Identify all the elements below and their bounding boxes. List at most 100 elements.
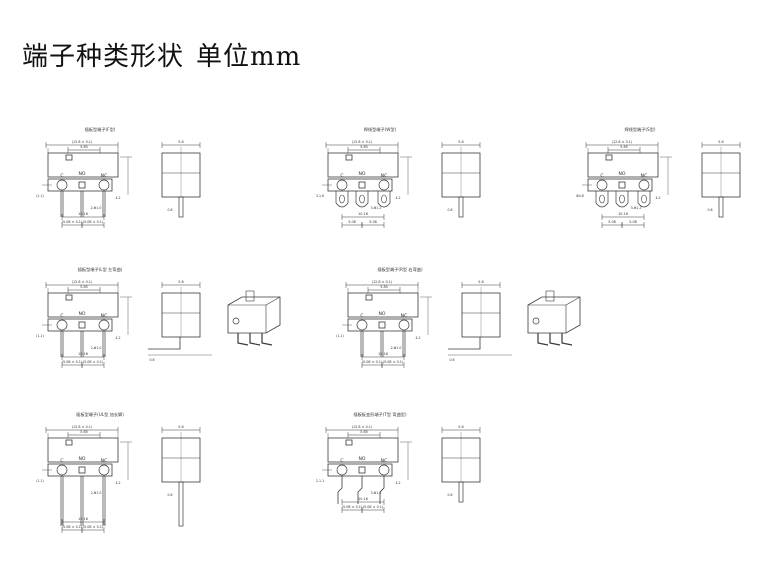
solder-lug <box>377 191 391 208</box>
drawing-caption: 焊线型端子(W型) <box>364 126 397 133</box>
terminal-label-nc: NC <box>401 313 408 319</box>
kinked-pin <box>379 476 385 504</box>
housing-top <box>47 152 119 178</box>
dim-hole-callout: 2-Φ1.0 <box>91 206 102 210</box>
solder-lug <box>595 191 609 208</box>
dim-pin-pitch-1: 5.08 <box>348 220 356 224</box>
dim-overall-width: (12.8 ± 0.1) <box>612 140 633 144</box>
housing-base <box>587 178 653 192</box>
iso-pin <box>537 333 549 346</box>
center-terminal <box>358 181 366 189</box>
dim-height: 4.2 <box>115 336 120 340</box>
kinked-pin <box>357 476 363 504</box>
side-dim-pin: 0.6 <box>449 358 454 362</box>
dim-pin-pitch-2: (5.08 ± 0.1) <box>363 505 384 509</box>
actuator <box>365 294 373 301</box>
dim-pitch: 5.85 <box>80 285 88 289</box>
dim-pin-pitch-1: (5.08 ± 0.1) <box>62 220 83 224</box>
mount-hole-right <box>98 179 110 191</box>
solder-lug <box>355 191 369 208</box>
dim-left-offset: (1.1) <box>36 334 44 338</box>
side-dim-width: 5.8 <box>178 280 183 284</box>
side-dim-pin: 0.6 <box>447 493 452 497</box>
dim-left-offset: (1.1) <box>36 479 44 483</box>
dim-overall-width: (12.8 ± 0.1) <box>372 280 393 284</box>
mount-hole-right <box>378 464 390 476</box>
terminal-label-nc: NC <box>381 173 388 179</box>
terminal-label-nc: NC <box>101 173 108 179</box>
dim-pin-pitch-2: 5.08 <box>629 220 637 224</box>
mount-hole-right <box>398 319 410 331</box>
mount-hole-left <box>356 319 368 331</box>
mount-hole-left <box>56 179 68 191</box>
dim-left-offset: 3-1.6 <box>316 194 324 198</box>
side-dim-width: 5.8 <box>178 140 183 144</box>
side-dim-pin: 0.6 <box>167 208 172 212</box>
dim-pin-pitch-2: 5.08 <box>369 220 377 224</box>
lug-hole <box>381 194 387 204</box>
drawing-caption: 插板型端子(UL型 加长脚) <box>76 411 124 418</box>
dim-height: 4.2 <box>395 196 400 200</box>
dim-overall-width: (12.8 ± 0.1) <box>72 140 93 144</box>
dim-pin-pitch-1: (5.08 ± 0.1) <box>342 505 363 509</box>
dim-pin-span: 10.16 <box>618 212 628 216</box>
dim-pin-span: 10.16 <box>378 352 388 356</box>
dim-left-offset: (1.1) <box>36 194 44 198</box>
side-dim-pin: 0.6 <box>707 208 712 212</box>
lug-hole <box>339 194 345 204</box>
terminal-label-nc: NC <box>641 173 648 179</box>
side-pin <box>178 481 184 527</box>
terminal-label-c: C <box>600 173 603 179</box>
dim-hole-callout: 3-Φ1.2 <box>371 206 382 210</box>
mount-hole-right <box>378 179 390 191</box>
iso-pin <box>249 333 261 346</box>
terminal-label-no: NO <box>78 456 85 462</box>
dim-overall-width: (12.8 ± 0.1) <box>352 140 373 144</box>
actuator <box>65 294 73 301</box>
dim-pitch: 5.85 <box>380 285 388 289</box>
housing-top <box>587 152 659 178</box>
dim-pitch: 5.85 <box>80 145 88 149</box>
terminal-label-c: C <box>340 458 343 464</box>
dim-pin-span: 10.16 <box>78 517 88 521</box>
actuator <box>345 154 353 161</box>
side-dim-width: 5.8 <box>478 280 483 284</box>
actuator <box>345 439 353 446</box>
dim-hole-callout: 3-Φ1.0 <box>371 491 382 495</box>
side-dim-pin: 0.6 <box>167 493 172 497</box>
center-terminal <box>358 466 366 474</box>
terminal-label-no: NO <box>78 171 85 177</box>
housing-top <box>347 292 419 318</box>
drawing-caption: 插板板变形端子(T型 弯曲型) <box>353 411 407 418</box>
iso-hole <box>232 317 240 325</box>
side-dim-width: 5.8 <box>718 140 723 144</box>
dim-pitch: 5.85 <box>360 430 368 434</box>
housing-base <box>47 178 113 192</box>
dim-height: 4.2 <box>655 196 660 200</box>
side-bent-pin <box>148 337 181 350</box>
terminal-label-no: NO <box>78 311 85 317</box>
title-unit: 单位mm <box>196 42 302 72</box>
dim-pin-pitch-2: (5.08 ± 0.1) <box>383 360 404 364</box>
mount-hole-right <box>98 464 110 476</box>
dim-pitch: 5.85 <box>80 430 88 434</box>
dim-left-offset: 2-1.1 <box>316 479 324 483</box>
side-dim-width: 5.8 <box>458 140 463 144</box>
iso-housing <box>227 296 281 334</box>
dim-height: 4.2 <box>415 336 420 340</box>
dim-overall-width: (12.8 ± 0.1) <box>72 280 93 284</box>
side-dim-pin: 0.6 <box>447 208 452 212</box>
terminal-label-c: C <box>60 458 63 464</box>
dim-pin-pitch-2: (5.08 ± 0.1) <box>83 220 104 224</box>
terminal-label-c: C <box>60 173 63 179</box>
dim-overall-width: (12.8 ± 0.1) <box>352 425 373 429</box>
iso-housing <box>527 296 581 334</box>
actuator <box>605 154 613 161</box>
terminal-label-no: NO <box>618 171 625 177</box>
dim-overall-width: (12.8 ± 0.1) <box>72 425 93 429</box>
dim-pin-span: 10.16 <box>78 212 88 216</box>
drawing-caption: 插板型端子(R型 右弯曲) <box>377 266 423 273</box>
